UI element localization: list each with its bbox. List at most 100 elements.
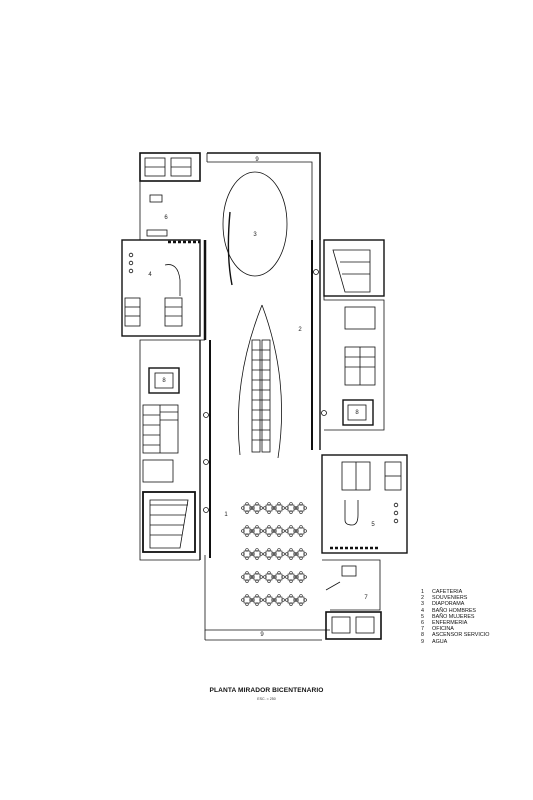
cafe-chair <box>277 579 281 583</box>
cafe-chair <box>289 502 293 506</box>
room-bano-hombres <box>124 252 183 327</box>
central-escalators <box>237 304 282 459</box>
cafe-table <box>287 527 295 535</box>
cafe-chair <box>281 529 285 533</box>
room-label-6: 6 <box>164 215 168 221</box>
diaporama-ellipse <box>222 171 288 277</box>
cafe-chair <box>259 575 263 579</box>
legend-text: ASCENSOR SERVICIO <box>432 632 490 639</box>
room-bano-mujeres <box>321 454 408 554</box>
cafe-chair <box>289 510 293 514</box>
cafe-chair <box>267 594 271 598</box>
cafe-chair <box>295 575 299 579</box>
cafe-chair <box>259 506 263 510</box>
top-wall <box>206 152 321 240</box>
cafe-chair <box>299 525 303 529</box>
cafe-chair <box>267 579 271 583</box>
legend-number: 6 <box>421 620 424 627</box>
legend-text: BAÑO MUJERES <box>432 613 475 620</box>
cafe-chair <box>289 594 293 598</box>
cafe-chair <box>271 529 275 533</box>
cafe-chair <box>245 502 249 506</box>
cafe-chair <box>299 510 303 514</box>
cafe-table <box>275 596 283 604</box>
legend-text: CAFETERIA <box>432 589 463 595</box>
cafe-chair <box>277 556 281 560</box>
cafe-chair <box>271 552 275 556</box>
cafe-chair <box>245 571 249 575</box>
cafe-table <box>297 573 305 581</box>
cafeteria-tables <box>241 502 307 606</box>
cafe-chair <box>299 556 303 560</box>
cafe-chair <box>255 548 259 552</box>
legend-number: 2 <box>421 595 424 602</box>
cafe-chair <box>303 529 307 533</box>
cafe-chair <box>289 548 293 552</box>
cafe-chair <box>299 548 303 552</box>
cafe-table <box>275 573 283 581</box>
cafe-chair <box>245 510 249 514</box>
cafe-chair <box>241 506 245 510</box>
cafe-chair <box>289 571 293 575</box>
cafe-chair <box>281 575 285 579</box>
cafe-chair <box>255 510 259 514</box>
cafe-chair <box>277 510 281 514</box>
cafe-chair <box>255 602 259 606</box>
cafe-table <box>265 596 273 604</box>
legend-text: ENFERMERIA <box>432 620 468 627</box>
cafe-table <box>287 596 295 604</box>
legend-number: 1 <box>421 589 424 595</box>
cafe-chair <box>249 506 253 510</box>
left-elevator-stairs <box>142 367 196 553</box>
room-label-1: 1 <box>224 512 228 518</box>
cafe-table <box>287 550 295 558</box>
cafe-chair <box>245 548 249 552</box>
cafe-chair <box>251 575 255 579</box>
cafe-table <box>243 527 251 535</box>
legend-item: 1 CAFETERIA <box>421 589 489 595</box>
legend-number: 3 <box>421 601 424 608</box>
legend-number: 7 <box>421 626 424 633</box>
room-label-2: 2 <box>298 327 302 333</box>
cafe-chair <box>245 602 249 606</box>
top-elevators <box>139 152 201 182</box>
cafe-chair <box>299 602 303 606</box>
cafe-chair <box>267 556 271 560</box>
cafe-table <box>253 573 261 581</box>
cafe-table <box>265 573 273 581</box>
cafe-chair <box>285 552 289 556</box>
cafe-chair <box>273 529 277 533</box>
cafe-table <box>275 504 283 512</box>
cafe-chair <box>293 529 297 533</box>
cafe-chair <box>267 533 271 537</box>
cafe-chair <box>263 529 267 533</box>
cafe-chair <box>255 579 259 583</box>
cafe-chair <box>255 525 259 529</box>
room-label-5: 5 <box>371 522 375 528</box>
cafe-table <box>287 504 295 512</box>
cafe-chair <box>303 506 307 510</box>
cafe-chair <box>273 575 277 579</box>
cafe-chair <box>277 525 281 529</box>
cafe-chair <box>249 598 253 602</box>
cafe-table <box>243 550 251 558</box>
cafe-chair <box>277 594 281 598</box>
cafe-chair <box>293 552 297 556</box>
cafe-chair <box>295 598 299 602</box>
cafe-table <box>297 527 305 535</box>
cafe-chair <box>289 579 293 583</box>
cafe-chair <box>285 506 289 510</box>
room-label-8-left: 8 <box>162 378 166 384</box>
cafe-chair <box>271 575 275 579</box>
cafe-chair <box>285 598 289 602</box>
cafe-chair <box>277 502 281 506</box>
legend-text: OFICINA <box>432 626 454 633</box>
cafe-chair <box>267 571 271 575</box>
cafe-chair <box>259 598 263 602</box>
room-label-4: 4 <box>148 272 152 278</box>
cafe-chair <box>245 533 249 537</box>
cafe-chair <box>263 506 267 510</box>
cafe-chair <box>299 594 303 598</box>
